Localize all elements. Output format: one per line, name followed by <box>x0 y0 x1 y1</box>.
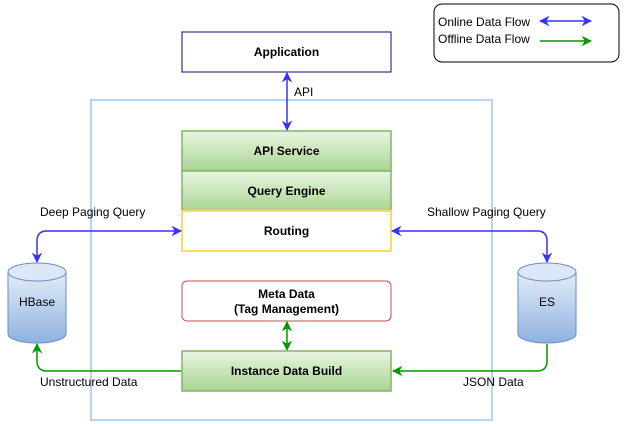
deep-paging-label: Deep Paging Query <box>40 205 145 219</box>
legend-offline-label: Offline Data Flow <box>438 32 530 46</box>
application-box <box>181 31 392 73</box>
json-data-arrow <box>391 344 548 377</box>
hbase-cylinder: HBase <box>7 262 67 344</box>
meta-data-label-line2: (Tag Management) <box>234 302 339 316</box>
instance-data-build-label: Instance Data Build <box>231 364 342 378</box>
api-label: API <box>294 85 313 99</box>
shallow-paging-arrow <box>390 225 553 264</box>
routing-box <box>181 210 392 252</box>
meta-data-label-line1: Meta Data <box>258 287 315 301</box>
hbase-label: HBase <box>19 295 55 309</box>
es-label: ES <box>539 295 555 309</box>
unstructured-data-arrow <box>31 342 181 372</box>
deep-paging-arrow <box>31 225 183 264</box>
application-label: Application <box>254 45 319 59</box>
legend-online-label: Online Data Flow <box>438 15 530 29</box>
legend: Online Data Flow Offline Data Flow <box>433 3 620 63</box>
json-data-label: JSON Data <box>463 375 524 389</box>
api-service-box <box>181 130 392 172</box>
unstructured-data-label: Unstructured Data <box>40 375 138 389</box>
query-engine-label: Query Engine <box>247 184 325 198</box>
es-cylinder: ES <box>517 262 577 344</box>
routing-label: Routing <box>264 224 309 238</box>
instance-data-build-box <box>181 350 392 392</box>
shallow-paging-label: Shallow Paging Query <box>427 205 546 219</box>
api-service-label: API Service <box>253 144 319 158</box>
